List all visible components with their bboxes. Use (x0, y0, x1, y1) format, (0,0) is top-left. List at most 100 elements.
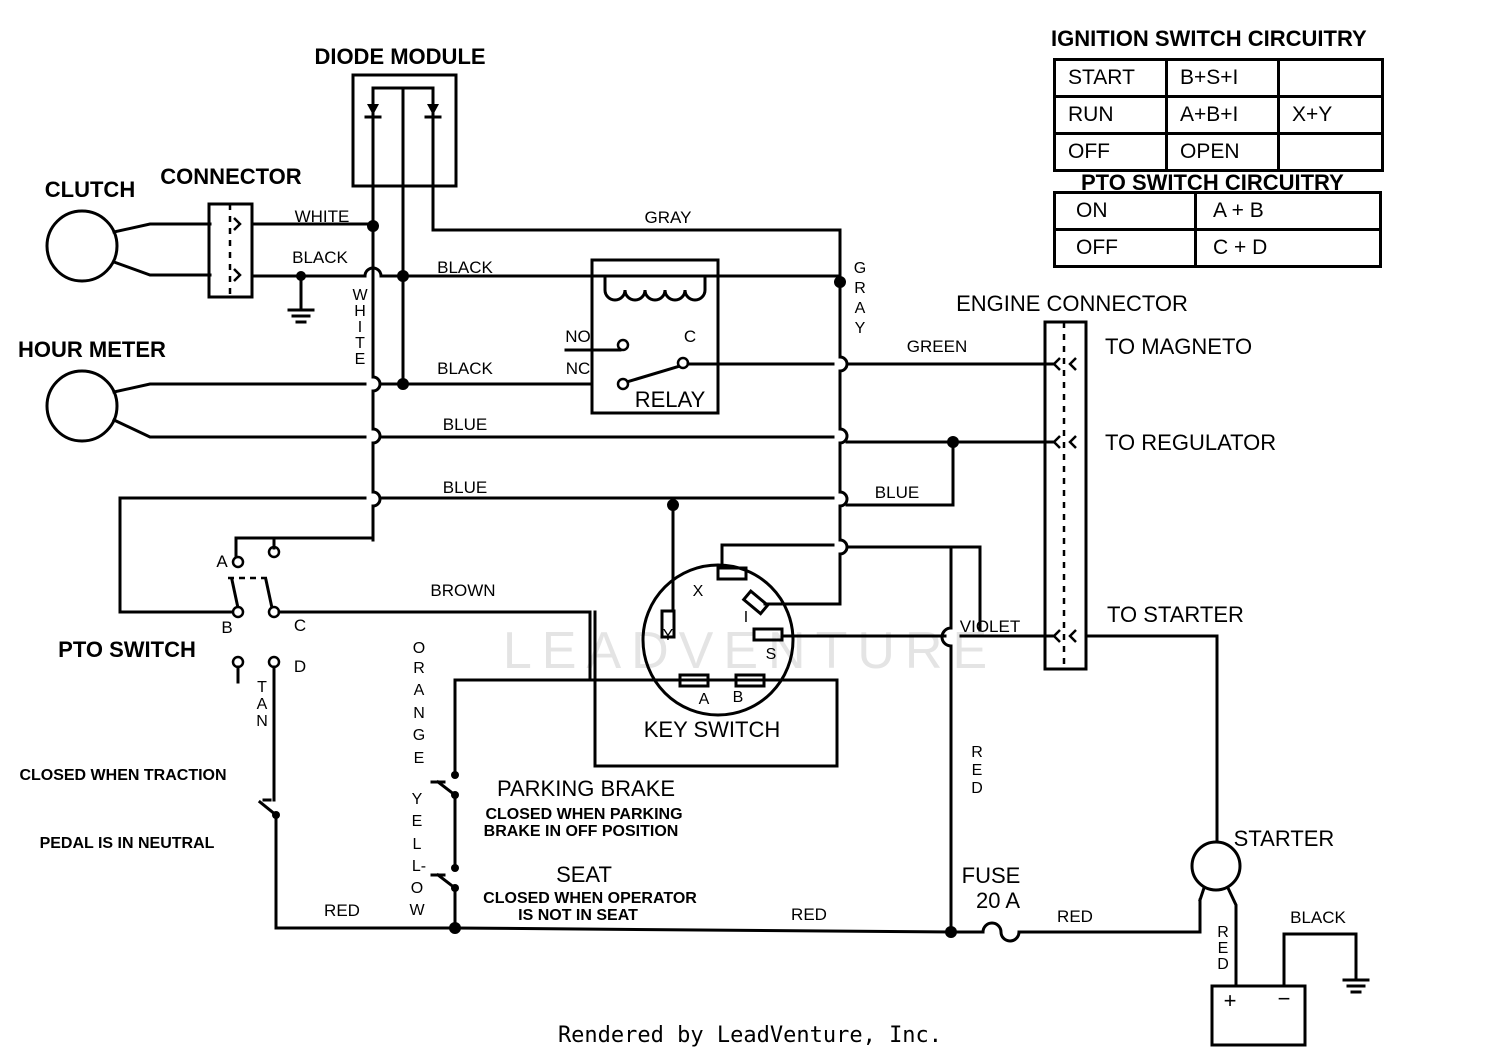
svg-text:W: W (409, 902, 425, 919)
wire-red-1-label: RED (324, 901, 360, 920)
wire-tan-vertical: T A N (256, 679, 268, 730)
diode-module (351, 73, 458, 188)
table-cell: OFF (1053, 132, 1168, 172)
table-cell: START (1053, 58, 1168, 98)
wire-green-label: GREEN (907, 337, 967, 356)
ignition-table-title: IGNITION SWITCH CIRCUITRY (1051, 26, 1367, 51)
table-cell: OPEN (1165, 132, 1280, 172)
clutch-coil (45, 209, 119, 283)
wire-red-vertical: R E D (971, 744, 983, 797)
engine-connector-block (1043, 320, 1088, 671)
table-cell: ON (1053, 191, 1197, 231)
parking-brake-switch (430, 771, 459, 870)
connector-label: CONNECTOR (160, 164, 301, 189)
svg-text:E: E (414, 750, 425, 767)
svg-text:E: E (972, 762, 983, 779)
table-row: OFF OPEN (1053, 132, 1384, 172)
svg-text:L: L (413, 836, 422, 853)
svg-text:G: G (854, 260, 866, 277)
starter-motor (1190, 840, 1242, 892)
table-cell: A+B+I (1165, 95, 1280, 135)
hour-meter-label: HOUR METER (18, 337, 166, 362)
engine-connector-label: ENGINE CONNECTOR (956, 291, 1188, 316)
svg-text:G: G (413, 727, 425, 744)
svg-text:O: O (413, 640, 425, 657)
relay-c-label: C (684, 327, 696, 346)
table-cell: A + B (1194, 191, 1382, 231)
svg-text:E: E (412, 813, 423, 830)
pto-term-b: B (221, 618, 232, 637)
parking-brake-label: PARKING BRAKE (497, 776, 675, 801)
key-term-i: I (744, 609, 748, 626)
fuse-label: FUSE (962, 863, 1021, 888)
table-cell (1277, 58, 1384, 98)
to-magneto-label: TO MAGNETO (1105, 334, 1252, 359)
seat-label: SEAT (556, 862, 612, 887)
key-term-b: B (733, 689, 744, 706)
svg-text:R: R (971, 744, 983, 761)
relay-label: RELAY (635, 387, 706, 412)
svg-text:R: R (1217, 924, 1229, 941)
battery-plus: + (1224, 988, 1237, 1013)
parking-brake-note-1: CLOSED WHEN PARKING (485, 806, 682, 823)
key-term-x: X (693, 583, 704, 600)
table-row: RUN A+B+I X+Y (1053, 95, 1384, 135)
svg-text:W: W (352, 287, 368, 304)
svg-text:D: D (1217, 956, 1229, 973)
svg-text:L-: L- (412, 858, 426, 875)
fuse-symbol (981, 921, 1021, 943)
seat-switch (430, 864, 459, 930)
wire-blue-1-label: BLUE (443, 415, 487, 434)
svg-text:O: O (411, 880, 423, 897)
table-cell: OFF (1053, 228, 1197, 268)
ground-symbol (287, 271, 315, 324)
traction-note-1: CLOSED WHEN TRACTION (19, 767, 226, 784)
battery (1210, 984, 1307, 1047)
relay (564, 258, 720, 415)
pto-term-a: A (216, 552, 228, 571)
svg-text:Y: Y (412, 791, 423, 808)
wire-yellow-vertical: Y E L L- O W (409, 791, 426, 919)
pto-switch (228, 538, 281, 684)
hour-meter-gauge (45, 369, 119, 443)
svg-text:A: A (414, 682, 425, 699)
pto-switch-table: ON A + B OFF C + D (1053, 191, 1382, 268)
traction-note-2: PEDAL IS IN NEUTRAL (40, 835, 215, 852)
wire-black-clutch-label: BLACK (292, 248, 348, 267)
wire-gray-label: GRAY (645, 208, 692, 227)
svg-text:Y: Y (855, 320, 866, 337)
key-switch (641, 563, 795, 717)
table-row: OFF C + D (1053, 228, 1382, 268)
wire-blue-2-label: BLUE (443, 478, 487, 497)
svg-text:A: A (257, 696, 268, 713)
parking-brake-note-2: BRAKE IN OFF POSITION (484, 823, 679, 840)
watermark-text: LEADVENTURE (503, 622, 997, 680)
pto-term-d: D (294, 657, 306, 676)
table-cell: X+Y (1277, 95, 1384, 135)
wire-orange-vertical: O R A N G E (413, 640, 425, 767)
wire-gray-vertical: G R A Y (854, 260, 866, 337)
table-cell: B+S+I (1165, 58, 1280, 98)
diode-module-label: DIODE MODULE (314, 44, 485, 69)
wire-red-3-label: RED (1057, 907, 1093, 926)
seat-note-2: IS NOT IN SEAT (518, 907, 638, 924)
svg-text:T: T (257, 679, 267, 696)
to-starter-label: TO STARTER (1107, 602, 1244, 627)
table-cell (1277, 132, 1384, 172)
wire-red-starter-vertical: R E D (1217, 924, 1229, 973)
starter-label: STARTER (1234, 826, 1335, 851)
footer-credit: Rendered by LeadVenture, Inc. (557, 1023, 943, 1048)
wire-white-vertical: W H I T E (352, 287, 368, 368)
svg-text:T: T (355, 335, 365, 352)
wire-blue-3-label: BLUE (875, 483, 919, 502)
wire-red-2-label: RED (791, 905, 827, 924)
pto-switch-label: PTO SWITCH (58, 637, 196, 662)
wire-violet-label: VIOLET (960, 617, 1020, 636)
svg-text:D: D (971, 780, 983, 797)
svg-text:I: I (358, 319, 362, 336)
relay-nc-label: NC (566, 359, 591, 378)
clutch-label: CLUTCH (45, 177, 135, 202)
svg-text:N: N (256, 713, 268, 730)
svg-text:R: R (854, 280, 866, 297)
